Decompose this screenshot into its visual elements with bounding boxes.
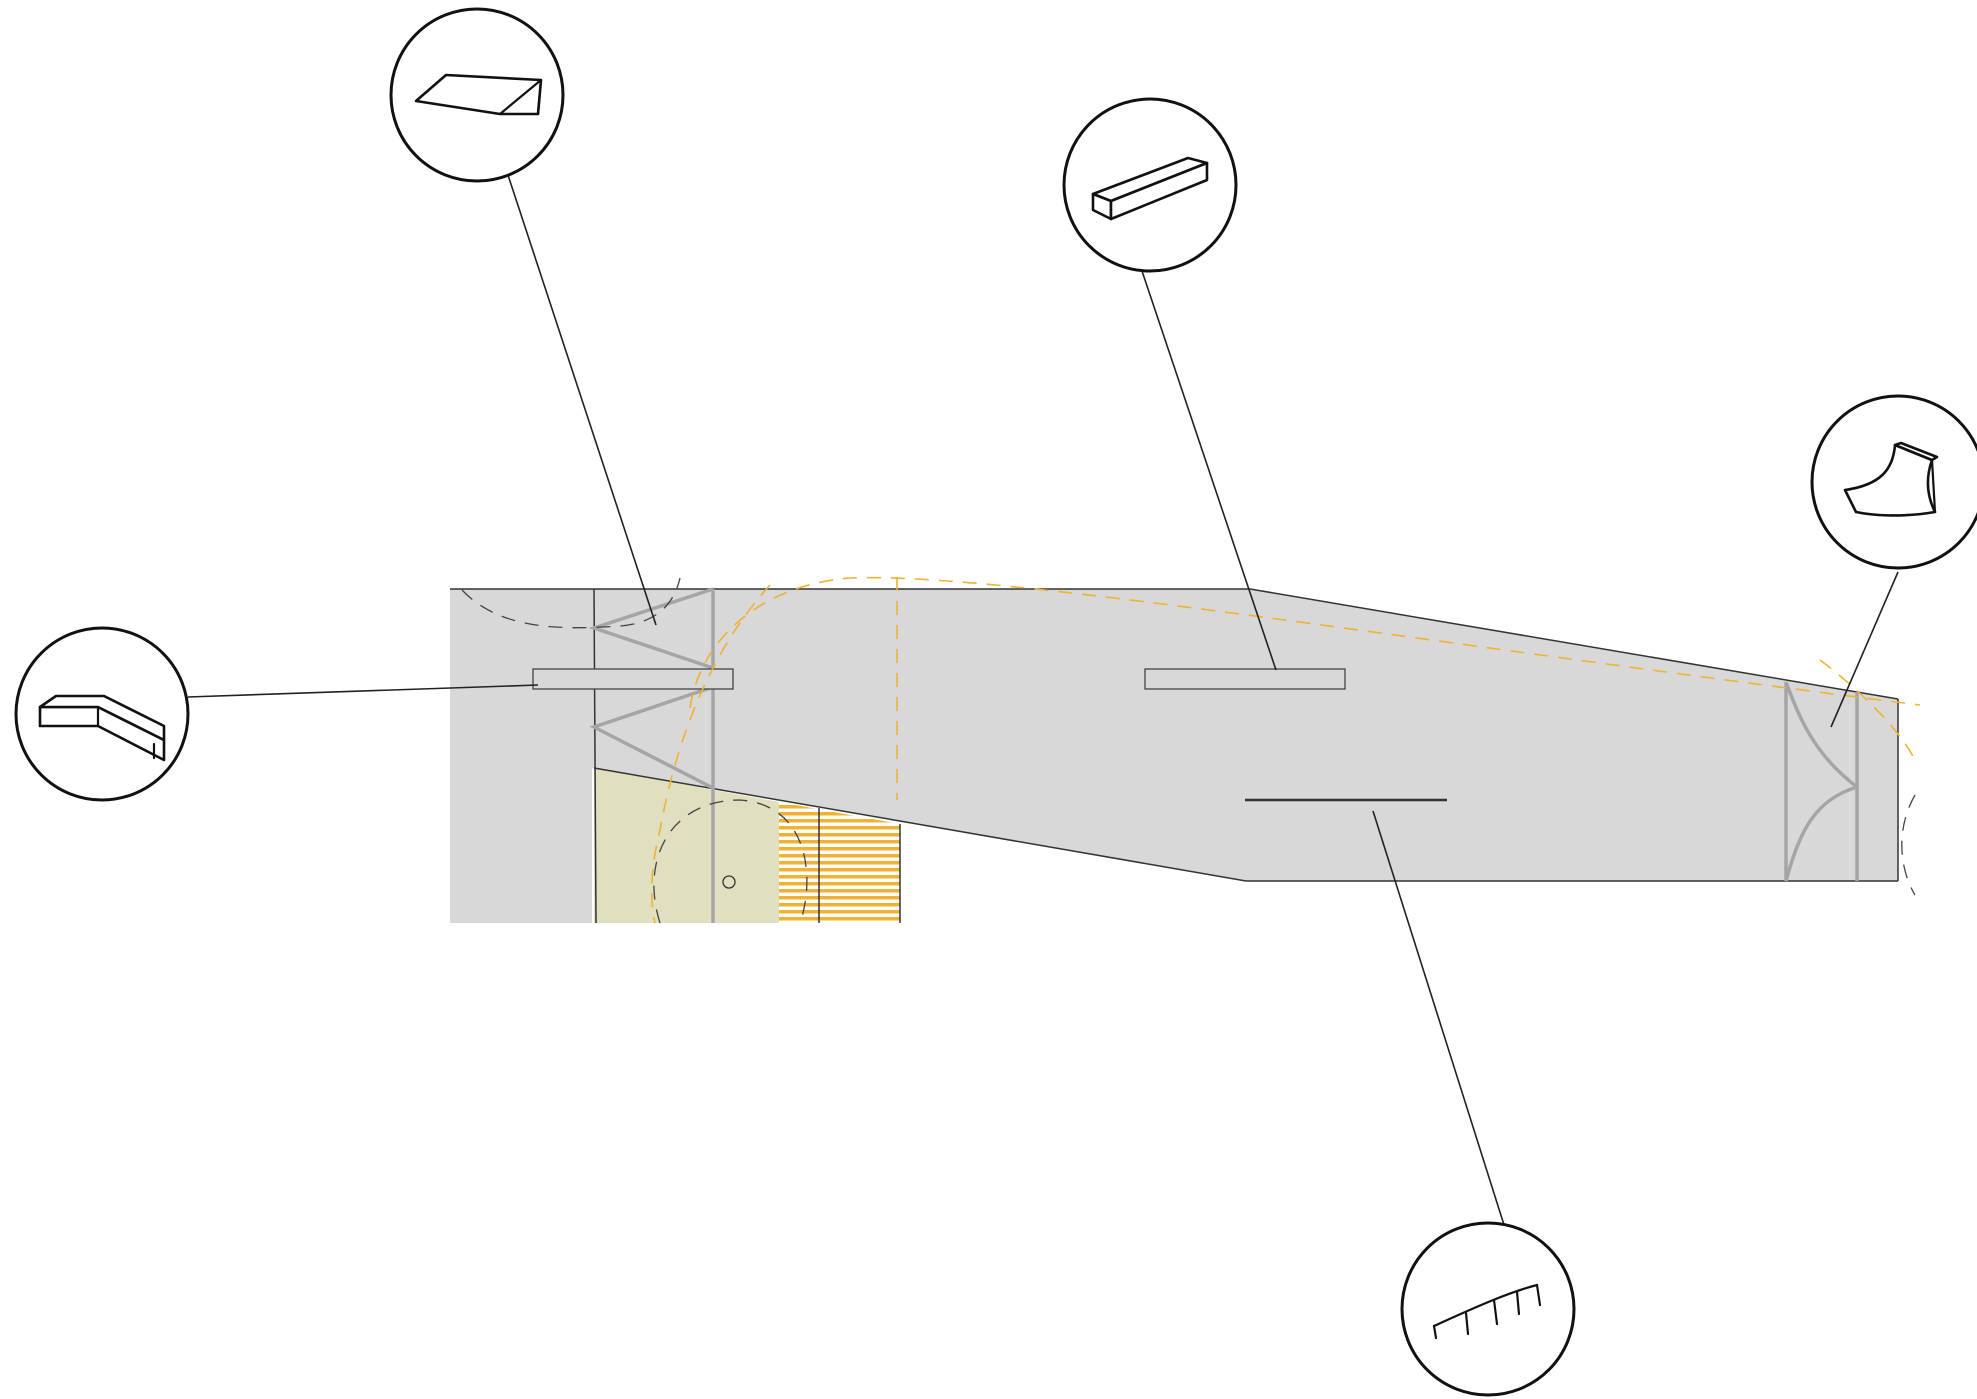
path-dark-right bbox=[1901, 794, 1916, 896]
path-orange-top bbox=[689, 576, 1921, 709]
path-dark-top bbox=[461, 577, 681, 629]
leader-top-center bbox=[1141, 270, 1277, 671]
leader-right bbox=[1830, 571, 1899, 728]
ribbed-shelter-icon bbox=[1432, 1283, 1542, 1340]
callout-bottom bbox=[1400, 1221, 1576, 1397]
floor-plan bbox=[450, 576, 1921, 924]
leader-lines bbox=[187, 171, 1899, 1229]
callout-right bbox=[1810, 394, 1977, 570]
callout-top-left bbox=[389, 7, 565, 183]
striped-zone bbox=[779, 802, 900, 923]
path-dark-loop bbox=[653, 799, 808, 924]
wedge-ramp-icon bbox=[414, 73, 543, 116]
bench-center bbox=[1144, 668, 1346, 690]
path-orange-right bbox=[1819, 659, 1916, 761]
leader-left bbox=[187, 684, 539, 698]
bench-left bbox=[532, 668, 734, 690]
long-bench-icon bbox=[1091, 156, 1209, 221]
left-truss bbox=[588, 587, 715, 923]
right-truss bbox=[1784, 681, 1859, 882]
curved-seat-icon bbox=[1843, 441, 1939, 517]
marker-point bbox=[722, 875, 736, 889]
slanted-top-edge bbox=[1249, 588, 1899, 700]
slanted-bottom-edge bbox=[593, 767, 1247, 882]
inner-wall bbox=[593, 588, 597, 924]
beige-zone bbox=[594, 768, 779, 923]
callout-left bbox=[14, 626, 190, 802]
leader-bottom bbox=[1372, 810, 1506, 1229]
callout-top-center bbox=[1062, 97, 1238, 273]
floor-plate bbox=[450, 589, 1898, 923]
leader-top-left bbox=[506, 171, 657, 626]
bent-bench-icon bbox=[38, 694, 166, 762]
path-orange-curve bbox=[650, 584, 771, 924]
